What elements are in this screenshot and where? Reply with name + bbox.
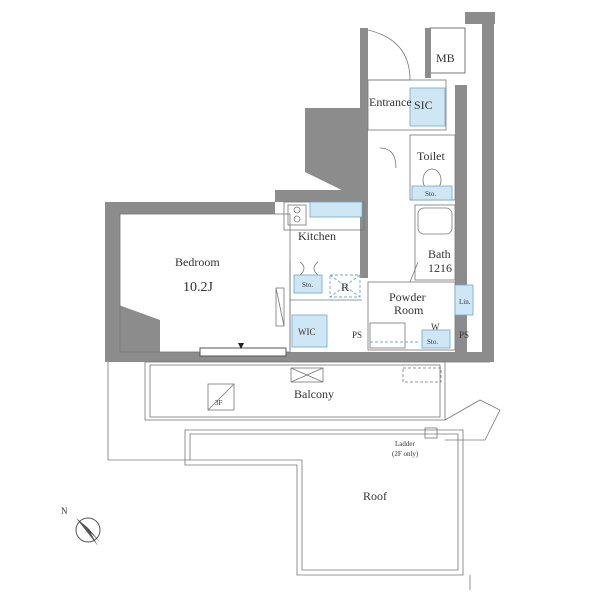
balcony-ac-outdoor <box>290 367 324 383</box>
kitchen-stove <box>287 204 307 226</box>
sto-door-arc <box>299 261 305 276</box>
fridge-space <box>329 274 361 298</box>
bath-room <box>414 204 456 281</box>
sto-door-arc-2 <box>313 261 319 276</box>
lin-label: Lin. <box>459 298 471 306</box>
w-label: W <box>431 322 440 332</box>
entrance-door-arc <box>367 29 411 81</box>
bedroom-top-wall <box>105 202 275 214</box>
balcony-hatch <box>402 367 442 383</box>
r-label: R <box>341 280 349 294</box>
sic-closet <box>409 87 446 127</box>
bath-label: Bath <box>428 247 451 261</box>
wic-closet <box>291 314 328 348</box>
linen-closet <box>454 284 474 316</box>
far-right-wall <box>482 12 494 362</box>
powder-label-2: Room <box>394 303 424 317</box>
sto-closet <box>293 274 323 294</box>
ac-unit-diag <box>275 287 285 327</box>
kitchen-diagonal-column <box>305 108 362 200</box>
right-wall <box>455 85 467 360</box>
entrance-area <box>367 79 447 131</box>
entry-marker-icon <box>238 343 244 349</box>
balcony-inner <box>149 364 441 418</box>
bath-size-label: 1216 <box>428 261 452 275</box>
kitchen-top-wall <box>275 190 365 202</box>
kitchen-cabinet <box>309 201 363 218</box>
kitchen-label: Kitchen <box>298 229 336 243</box>
bath-door <box>409 261 419 283</box>
fridge-diag-2 <box>329 274 361 298</box>
washbasin <box>369 322 406 349</box>
washer-storage <box>421 329 451 349</box>
evac-hatch-diag <box>207 383 235 411</box>
evacuation-hatch <box>207 383 235 411</box>
mb-wall <box>425 28 431 78</box>
sic-label: SIC <box>414 98 433 112</box>
ladder-box <box>424 427 438 439</box>
bottom-wall <box>105 352 490 362</box>
w-sto-label: Sto. <box>427 338 438 346</box>
powder-room <box>367 281 456 351</box>
toilet-storage <box>411 185 453 201</box>
toilet-sto-label: Sto. <box>425 190 436 198</box>
fridge-diag-1 <box>329 274 361 298</box>
north-label: N <box>61 506 68 516</box>
toilet-label: Toilet <box>417 149 445 163</box>
north-arrow-icon <box>75 517 101 546</box>
bedroom-corner-column <box>105 300 160 362</box>
central-wall <box>360 28 368 278</box>
toilet-door-arc <box>379 147 397 169</box>
bedroom-size-label: 10.2J <box>183 280 214 295</box>
mb-label: MB <box>436 51 455 65</box>
bedroom-label: Bedroom <box>175 255 220 269</box>
ps-left-label: PS <box>352 330 362 340</box>
mb-closet <box>429 27 466 74</box>
roof-label: Roof <box>363 489 387 503</box>
balcony-window <box>199 347 287 357</box>
unit-3f-label: 3F <box>215 399 223 407</box>
stove-burner-1 <box>293 206 301 214</box>
powder-label-1: Powder <box>389 290 426 304</box>
stove-burner-2 <box>293 215 301 223</box>
balcony-label: Balcony <box>294 387 334 401</box>
bedroom-ac-unit <box>275 287 285 327</box>
balcony-angled-rail <box>444 399 501 441</box>
entrance-label: Entrance <box>369 95 412 109</box>
sto-label: Sto. <box>302 281 313 289</box>
ladder-label-2: (2F only) <box>392 450 419 458</box>
ps-right-label: PS <box>459 330 469 340</box>
ladder-label-1: Ladder <box>395 440 415 448</box>
wic-label: WIC <box>298 327 316 337</box>
roof-outline <box>184 429 464 576</box>
bathtub <box>417 207 453 235</box>
ac-outdoor-diag-2 <box>290 367 324 383</box>
balcony-area <box>144 361 446 421</box>
